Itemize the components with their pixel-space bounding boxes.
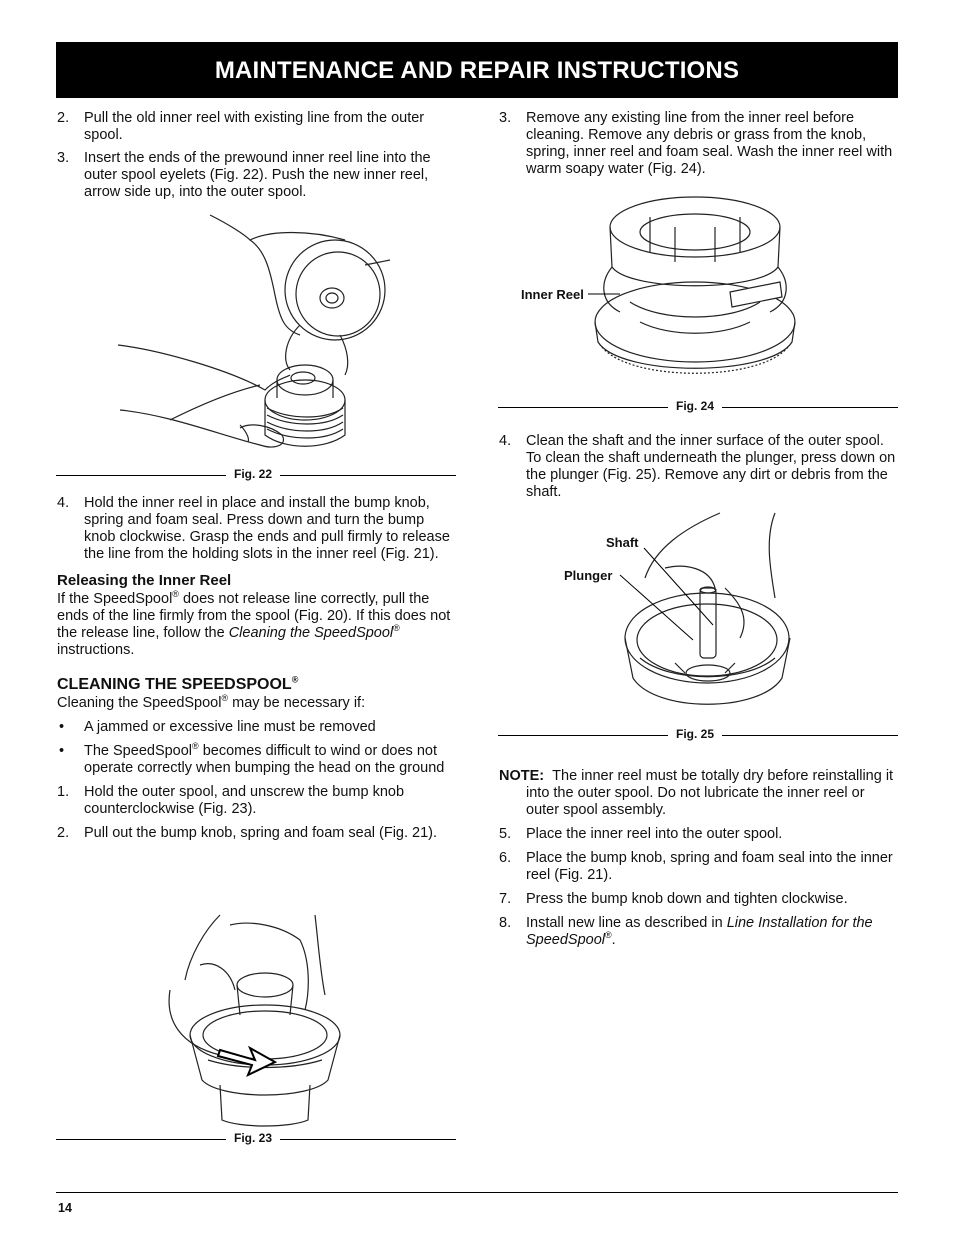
- step-5: 5. Place the inner reel into the outer s…: [499, 826, 899, 843]
- cleaning-intro: Cleaning the SpeedSpool® may be necessar…: [57, 693, 366, 711]
- step-number: 2.: [57, 825, 70, 841]
- shaft-callout: Shaft: [606, 535, 639, 550]
- step-2: 2. Pull the old inner reel with existing…: [57, 110, 457, 144]
- bullet-mark: •: [59, 719, 65, 735]
- fig22-caption: Fig. 22: [226, 467, 281, 481]
- step-number: 3.: [57, 150, 70, 166]
- step-number: 5.: [499, 826, 512, 842]
- step-number: 4.: [499, 433, 512, 449]
- step-6: 6. Place the bump knob, spring and foam …: [499, 850, 899, 884]
- step-text: Install new line as described in Line In…: [526, 915, 873, 948]
- fig24-caption: Fig. 24: [668, 399, 723, 413]
- fig25-caption: Fig. 25: [668, 727, 723, 741]
- step-text: Place the inner reel into the outer spoo…: [526, 826, 783, 842]
- page-number: 14: [58, 1201, 72, 1215]
- note-paragraph: NOTE: The inner reel must be totally dry…: [499, 768, 894, 818]
- step-number: 8.: [499, 915, 512, 931]
- right-column-top: 3. Remove any existing line from the inn…: [499, 110, 899, 178]
- fig25-leaders: [619, 547, 714, 641]
- step-4: 4. Hold the inner reel in place and inst…: [57, 495, 457, 563]
- bullet-text: The SpeedSpool® becomes difficult to win…: [84, 741, 445, 776]
- bullet-text: A jammed or excessive line must be remov…: [84, 719, 376, 735]
- bullet-item: • A jammed or excessive line must be rem…: [57, 719, 457, 736]
- step-number: 4.: [57, 495, 70, 511]
- step-number: 2.: [57, 110, 70, 126]
- step-number: 1.: [57, 784, 70, 800]
- releasing-paragraph: If the SpeedSpool® does not release line…: [57, 589, 451, 658]
- step-text: Remove any existing line from the inner …: [526, 110, 893, 177]
- step-number: 3.: [499, 110, 512, 126]
- left-column-top: 2. Pull the old inner reel with existing…: [57, 110, 457, 201]
- step-text: Press the bump knob down and tighten clo…: [526, 891, 848, 907]
- inner-reel-callout: Inner Reel: [521, 287, 584, 302]
- step-8: 8. Install new line as described in Line…: [499, 915, 899, 949]
- bullet-mark: •: [59, 743, 65, 759]
- step-text: Clean the shaft and the inner surface of…: [526, 433, 896, 500]
- step-text: Hold the outer spool, and unscrew the bu…: [84, 784, 405, 817]
- step-number: 7.: [499, 891, 512, 907]
- cleaning-step-1: 1. Hold the outer spool, and unscrew the…: [57, 784, 457, 818]
- step-text: Pull out the bump knob, spring and foam …: [84, 825, 438, 841]
- step-text: Place the bump knob, spring and foam sea…: [526, 850, 893, 883]
- right-column-bottom: NOTE: The inner reel must be totally dry…: [499, 768, 899, 949]
- step-text: Pull the old inner reel with existing li…: [84, 110, 425, 143]
- step-3: 3. Remove any existing line from the inn…: [499, 110, 899, 178]
- step-text: Hold the inner reel in place and install…: [84, 495, 450, 562]
- fig24-illustration: [594, 196, 796, 374]
- step-4: 4. Clean the shaft and the inner surface…: [499, 433, 899, 501]
- step-7: 7. Press the bump knob down and tighten …: [499, 891, 899, 908]
- right-column-middle: 4. Clean the shaft and the inner surface…: [499, 433, 899, 501]
- bullet-item: • The SpeedSpool® becomes difficult to w…: [57, 741, 457, 777]
- cleaning-step-2: 2. Pull out the bump knob, spring and fo…: [57, 825, 457, 842]
- releasing-heading: Releasing the Inner Reel: [57, 572, 232, 589]
- footer-rule: [56, 1192, 898, 1193]
- inner-reel-leader: [588, 293, 620, 295]
- fig23-illustration: [168, 914, 341, 1127]
- cleaning-heading: CLEANING THE SPEEDSPOOL®: [57, 674, 299, 693]
- fig23-caption: Fig. 23: [226, 1131, 281, 1145]
- plunger-callout: Plunger: [564, 568, 613, 583]
- page-title: MAINTENANCE AND REPAIR INSTRUCTIONS: [56, 42, 898, 98]
- fig22-illustration: [117, 214, 391, 448]
- left-column-middle: 4. Hold the inner reel in place and inst…: [57, 495, 457, 842]
- step-3: 3. Insert the ends of the prewound inner…: [57, 150, 457, 201]
- step-number: 6.: [499, 850, 512, 866]
- step-text: Insert the ends of the prewound inner re…: [84, 150, 431, 200]
- fig25-illustration: [624, 512, 791, 705]
